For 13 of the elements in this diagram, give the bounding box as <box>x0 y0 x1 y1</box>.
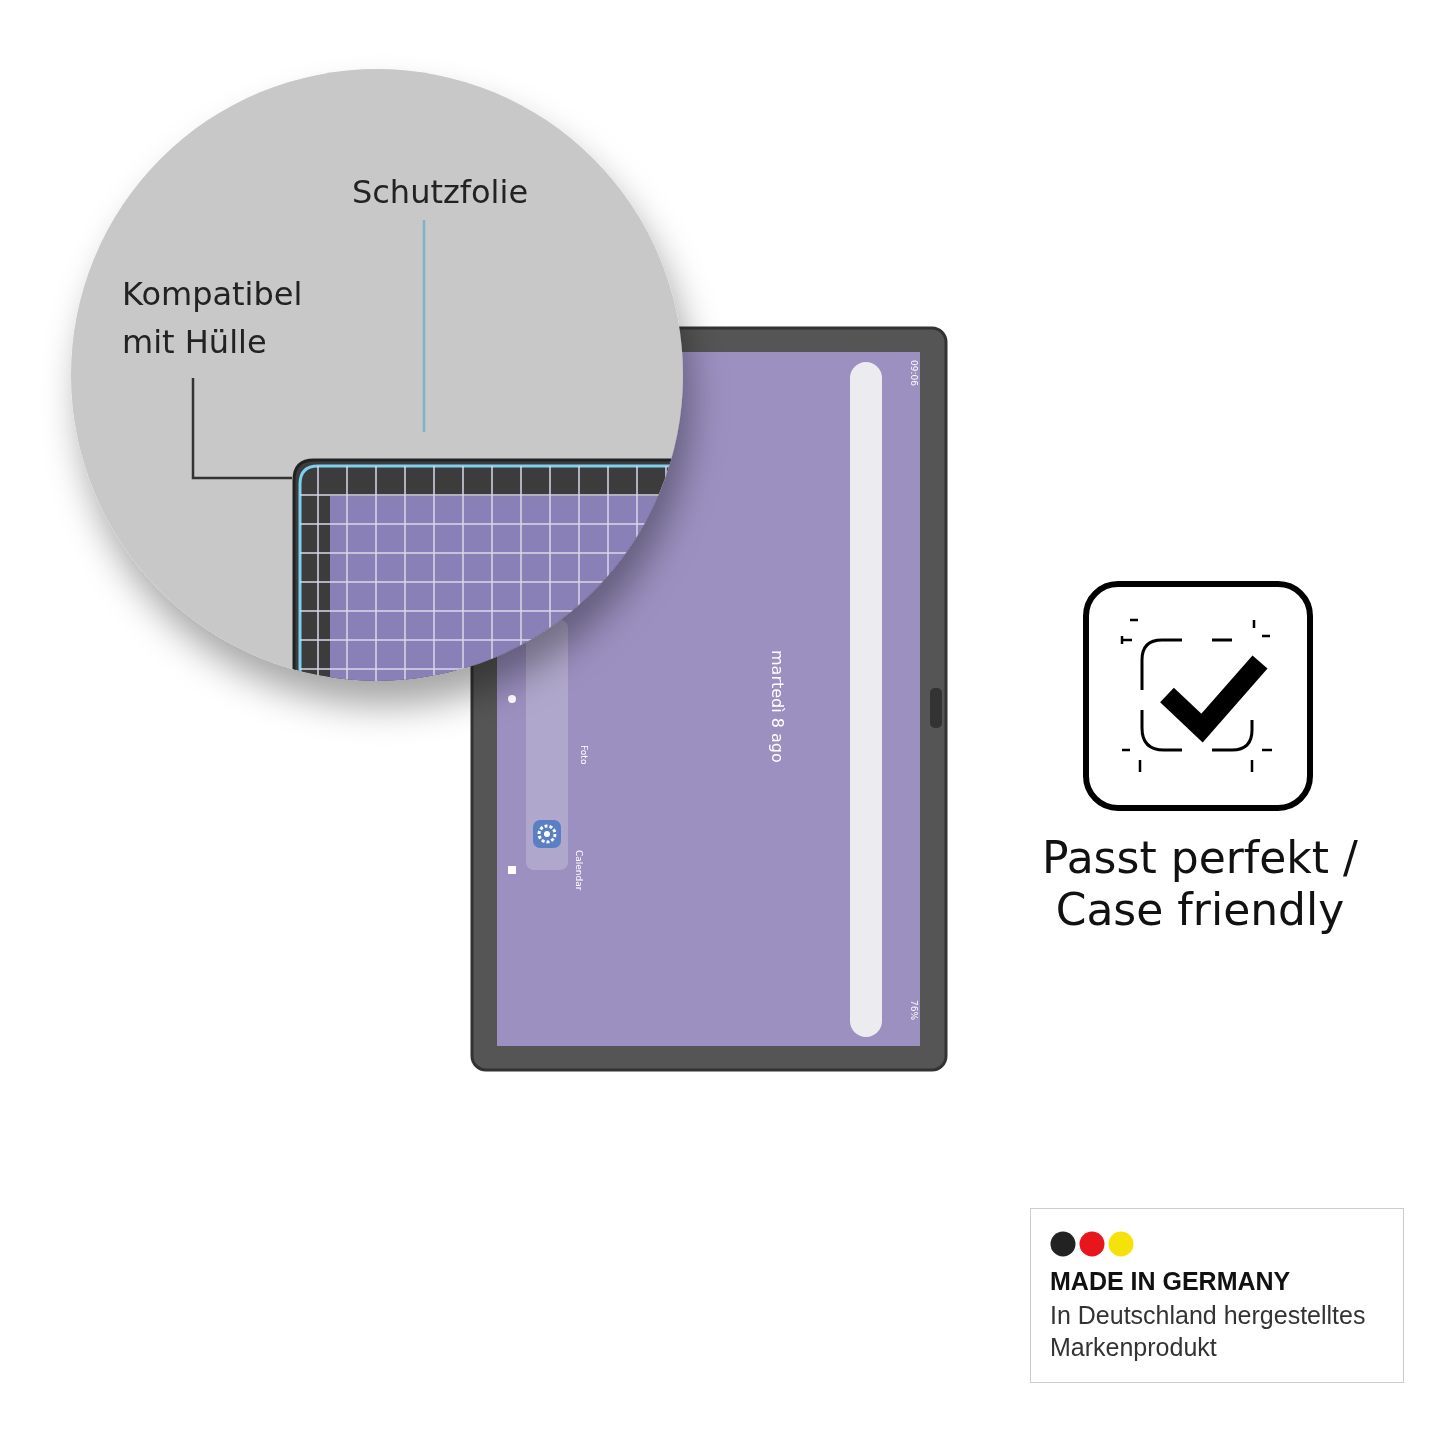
badge-text: In Deutschland hergestelltes Markenprodukt <box>1050 1300 1367 1363</box>
badge-heading: MADE IN GERMANY <box>1050 1266 1292 1297</box>
leader-line <box>191 378 292 480</box>
feature-caption: Passt perfekt / Case friendly <box>1041 832 1359 936</box>
callout-text: Schutzfolie <box>350 172 530 212</box>
app-label: Foto <box>578 745 589 765</box>
callout-text: Kompatibel mit Hülle <box>122 274 304 363</box>
battery-text: 76% <box>908 1000 919 1020</box>
app-label: Calendar <box>573 850 584 891</box>
status-time: 09:06 <box>908 360 919 386</box>
date-text: martedì 8 ago <box>768 650 788 763</box>
badge-card <box>1030 1208 1404 1383</box>
leader-line <box>422 220 426 432</box>
